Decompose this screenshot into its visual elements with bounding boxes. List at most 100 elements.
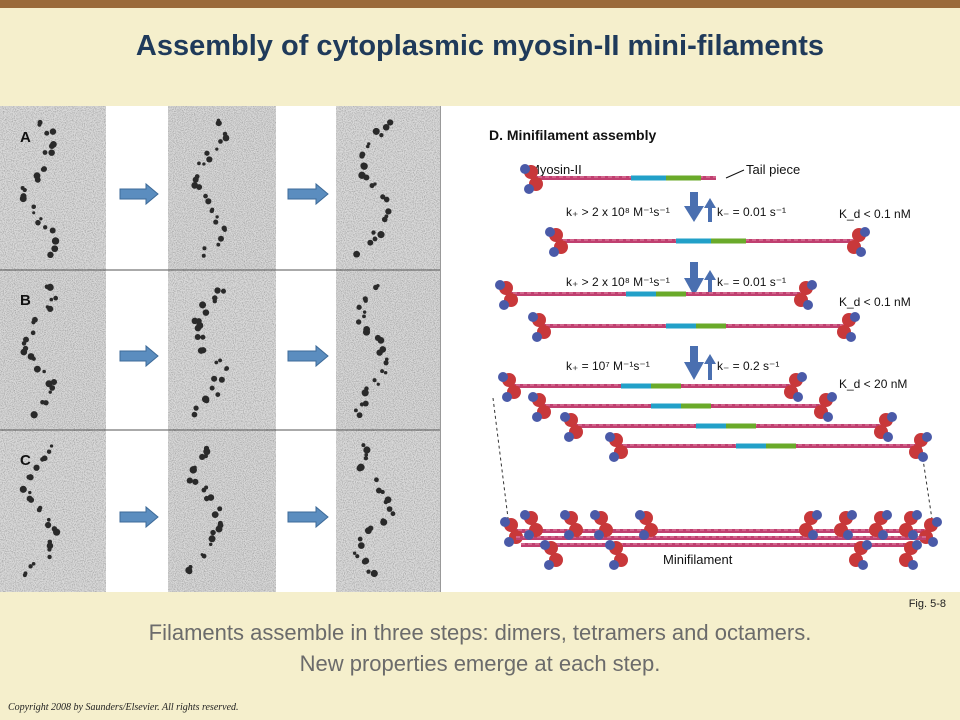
light-chain — [498, 372, 508, 382]
step-arrow-icon — [287, 182, 329, 206]
filament-particle — [46, 283, 54, 291]
filament-particle — [384, 357, 389, 362]
filament-particle — [376, 283, 380, 288]
filament-particle — [218, 358, 223, 363]
step-arrow-icon — [287, 505, 329, 529]
filament-particle — [47, 554, 52, 560]
filament-particle — [46, 517, 51, 522]
micrograph-texture — [168, 270, 276, 430]
filament-particle — [384, 214, 389, 219]
light-chain — [862, 540, 872, 550]
filament-particle — [199, 301, 207, 309]
filament-particle — [213, 219, 219, 225]
step3-kd: K_d < 20 nM — [839, 377, 907, 391]
step-arrow-icon — [119, 344, 159, 368]
filament-particle — [49, 128, 57, 135]
light-chain — [495, 280, 505, 290]
filament-particle — [361, 443, 366, 448]
filament-particle — [362, 310, 367, 314]
light-chain — [605, 540, 615, 550]
light-chain — [887, 412, 897, 422]
filament-particle — [186, 477, 193, 484]
filament-particle — [28, 490, 32, 495]
guide-line-left — [492, 397, 510, 527]
top-bar — [0, 0, 960, 8]
filament-particle — [202, 309, 210, 316]
filament-particle — [37, 122, 42, 127]
filament-particle — [34, 176, 41, 183]
light-chain — [544, 560, 554, 570]
figure-number: Fig. 5-8 — [908, 598, 946, 610]
light-chain — [524, 530, 534, 540]
filament-particle — [377, 336, 385, 344]
filament-particle — [204, 150, 210, 156]
filament-particle — [205, 198, 212, 205]
filament-particle — [196, 322, 204, 330]
slide-title: Assembly of cytoplasmic myosin-II mini-f… — [135, 30, 825, 62]
filament-particle — [33, 365, 41, 373]
filament-particle — [19, 485, 27, 493]
filament-particle — [215, 215, 219, 219]
filament-particle — [201, 253, 206, 258]
filament-particle — [28, 564, 33, 569]
filament-particle — [379, 346, 387, 353]
filament-particle — [216, 242, 221, 247]
light-chain — [823, 412, 833, 422]
step2-kon: k₊ > 2 x 10⁸ M⁻¹s⁻¹ — [566, 275, 670, 289]
filament-particle — [20, 193, 27, 200]
micrograph-texture — [168, 106, 276, 270]
filament-particle — [209, 385, 215, 391]
filament-particle — [214, 360, 219, 365]
light-chain — [560, 412, 570, 422]
light-chain — [918, 452, 928, 462]
light-chain — [843, 530, 853, 540]
micrograph-texture — [0, 430, 106, 592]
light-chain — [793, 392, 803, 402]
filament-particle — [215, 120, 222, 127]
light-chain — [922, 432, 932, 442]
filament-particle — [364, 453, 369, 457]
filament-particle — [49, 444, 54, 448]
filament-particle — [359, 151, 366, 158]
light-chain — [858, 560, 868, 570]
filament-particle — [383, 196, 390, 203]
light-chain — [524, 184, 534, 194]
light-chain — [803, 300, 813, 310]
filament-particle — [206, 156, 213, 163]
row-label-a: A — [20, 129, 31, 146]
light-chain — [549, 247, 559, 257]
light-chain — [856, 247, 866, 257]
filament-particle — [387, 119, 394, 126]
filament-particle — [50, 378, 58, 386]
filament-particle — [200, 334, 206, 340]
light-chain — [520, 164, 530, 174]
filament-particle — [189, 466, 197, 474]
filament-particle — [49, 385, 56, 391]
step3-koff: k₋ = 0.2 s⁻¹ — [717, 359, 779, 373]
filament-particle — [371, 230, 376, 235]
light-chain — [908, 560, 918, 570]
filament-particle — [47, 547, 52, 552]
filament-particle — [40, 400, 45, 405]
step-arrow-icon — [287, 344, 329, 368]
light-chain — [827, 392, 837, 402]
micrograph-labels: A B C — [20, 129, 31, 469]
filament-particle — [185, 566, 193, 574]
filament-particle — [51, 237, 60, 245]
filament-particle — [48, 390, 52, 394]
filament-particle — [224, 367, 228, 371]
filament-particle — [353, 408, 358, 413]
filament-particle — [20, 186, 25, 190]
caption-line-2: New properties emerge at each step. — [299, 651, 661, 676]
light-chain — [520, 510, 530, 520]
filament-particle — [33, 464, 40, 471]
filament-particle — [362, 400, 369, 407]
filament-particle — [44, 130, 50, 136]
micrograph-texture — [0, 270, 106, 430]
filament-particle — [364, 386, 369, 391]
filament-particle — [357, 463, 365, 471]
filament-particle — [42, 150, 48, 155]
filament-particle — [375, 487, 382, 494]
filament-particle — [208, 535, 216, 543]
light-chain — [860, 227, 870, 237]
